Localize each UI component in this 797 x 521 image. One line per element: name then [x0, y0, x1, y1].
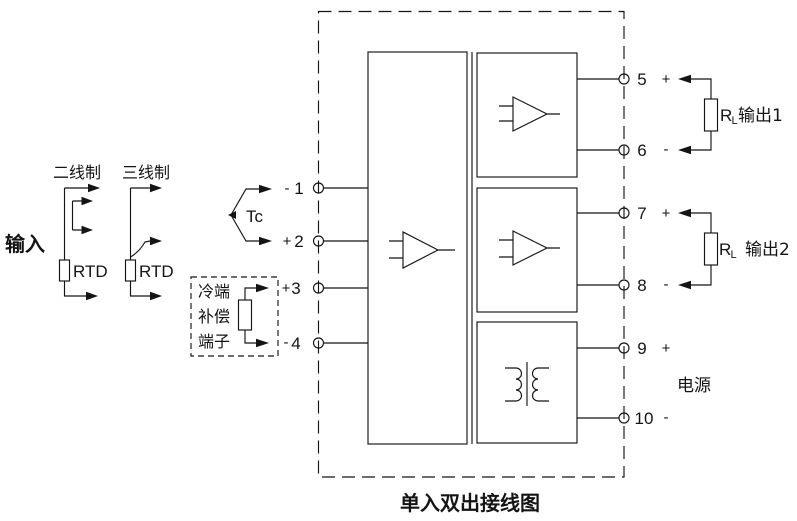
terminal-5-sign: +: [662, 71, 671, 88]
terminal-8-sign: -: [664, 276, 669, 293]
cold-junction-line1: 冷端: [198, 282, 230, 301]
terminal-1-sign: -: [285, 180, 290, 197]
wire-arrow-icon: [150, 183, 162, 193]
terminal-1-number: 1: [294, 179, 303, 198]
terminal-4-number: 4: [291, 334, 300, 353]
transformer-icon: [505, 362, 549, 406]
tc-junction-icon: [228, 211, 236, 219]
terminal-7-number: 7: [637, 204, 646, 223]
load-resistor-icon: [703, 98, 719, 132]
terminal-10-number: 10: [635, 409, 654, 428]
rtd-resistor-icon: [124, 259, 137, 282]
terminal-1-circle: [312, 182, 325, 194]
load-resistor-2: R L 输出2: [678, 208, 790, 290]
wire-arrow-icon: [150, 236, 162, 246]
wire-arrow-icon: [81, 196, 93, 206]
compensation-resistor-icon: [237, 299, 253, 331]
load-resistor-icon: [703, 232, 719, 266]
terminal-5-number: 5: [637, 70, 646, 89]
cold-junction-dashed-outline: [190, 276, 279, 357]
terminal-10-circle: [618, 412, 630, 424]
terminal-6-sign: -: [664, 141, 669, 158]
output1-label: 输出1: [738, 106, 783, 126]
load2-r-sub: L: [731, 249, 737, 261]
amplifier-icon: [512, 96, 549, 132]
terminal-9-number: 9: [637, 339, 646, 358]
terminal-7-circle: [618, 207, 630, 219]
rtd-resistor-icon: [58, 259, 71, 282]
load2-r: R: [719, 240, 731, 259]
wire-arrow-icon: [259, 184, 272, 194]
output-terminals: [577, 73, 630, 424]
terminal-5-circle: [618, 73, 630, 85]
wire-arrow-icon: [678, 145, 691, 155]
terminal-2-number: 2: [294, 232, 303, 251]
wire-arrow-icon: [678, 280, 691, 290]
wire-arrow-icon: [150, 291, 162, 301]
cold-junction-compensation-box: 冷端 补偿 端子: [190, 276, 279, 357]
input-terminal-labels: - 1 + 2 + 3 - 4: [282, 179, 304, 353]
output-amplifier-1-box: [476, 52, 578, 178]
wire-arrow-icon: [678, 208, 691, 218]
two-wire-label: 二线制: [53, 163, 101, 182]
wire-arrow-icon: [259, 236, 272, 246]
thermocouple-symbol: Tc: [228, 184, 272, 246]
input-terminals: [312, 182, 368, 349]
load-resistor-1: R L 输出1: [678, 74, 783, 155]
output2-label: 输出2: [745, 240, 790, 260]
wire-arrow-icon: [678, 74, 691, 84]
terminal-10-sign: -: [664, 409, 669, 426]
rtd-label: RTD: [139, 262, 174, 281]
isolator-dashed-outline: [317, 10, 625, 478]
power-transformer-box: [476, 321, 578, 444]
wire-arrow-icon: [81, 225, 93, 235]
output-terminal-labels: 5 + 6 - 7 + 8 - 9 + 10 -: [635, 70, 671, 428]
terminal-8-circle: [618, 279, 630, 291]
diagram-title: 单入双出接线图: [400, 491, 540, 515]
wire-arrow-icon: [256, 338, 269, 348]
rtd-label: RTD: [73, 262, 108, 281]
terminal-4-sign: -: [284, 334, 289, 351]
three-wire-rtd-symbol: 三线制 RTD: [122, 163, 174, 301]
cold-junction-line3: 端子: [198, 332, 230, 351]
terminal-3-number: 3: [291, 279, 300, 298]
terminal-3-circle: [312, 282, 325, 294]
terminal-4-circle: [312, 337, 325, 349]
cold-junction-line2: 补偿: [198, 307, 230, 326]
main-amplifier-box: [367, 51, 468, 445]
terminal-8-number: 8: [637, 276, 646, 295]
terminal-2-sign: +: [283, 233, 292, 250]
three-wire-label: 三线制: [122, 163, 170, 182]
tc-label: Tc: [246, 207, 264, 226]
amplifier-icon: [402, 231, 440, 269]
terminal-6-circle: [618, 144, 630, 156]
wire-arrow-icon: [88, 183, 100, 193]
terminal-3-sign: +: [282, 280, 291, 297]
power-label: 电源: [677, 376, 711, 396]
input-section-label: 输入: [5, 232, 45, 256]
amplifier-icon: [512, 230, 549, 266]
load1-r-sub: L: [732, 115, 738, 127]
terminal-6-number: 6: [637, 141, 646, 160]
load1-r: R: [720, 106, 732, 125]
wire-arrow-icon: [256, 283, 269, 293]
terminal-7-sign: +: [662, 205, 671, 222]
two-wire-rtd-symbol: 二线制 RTD: [53, 163, 108, 301]
terminal-2-circle: [312, 235, 325, 247]
terminal-9-sign: +: [662, 340, 671, 357]
wire-arrow-icon: [86, 291, 98, 301]
output-amplifier-2-box: [476, 187, 578, 313]
terminal-9-circle: [618, 342, 630, 354]
